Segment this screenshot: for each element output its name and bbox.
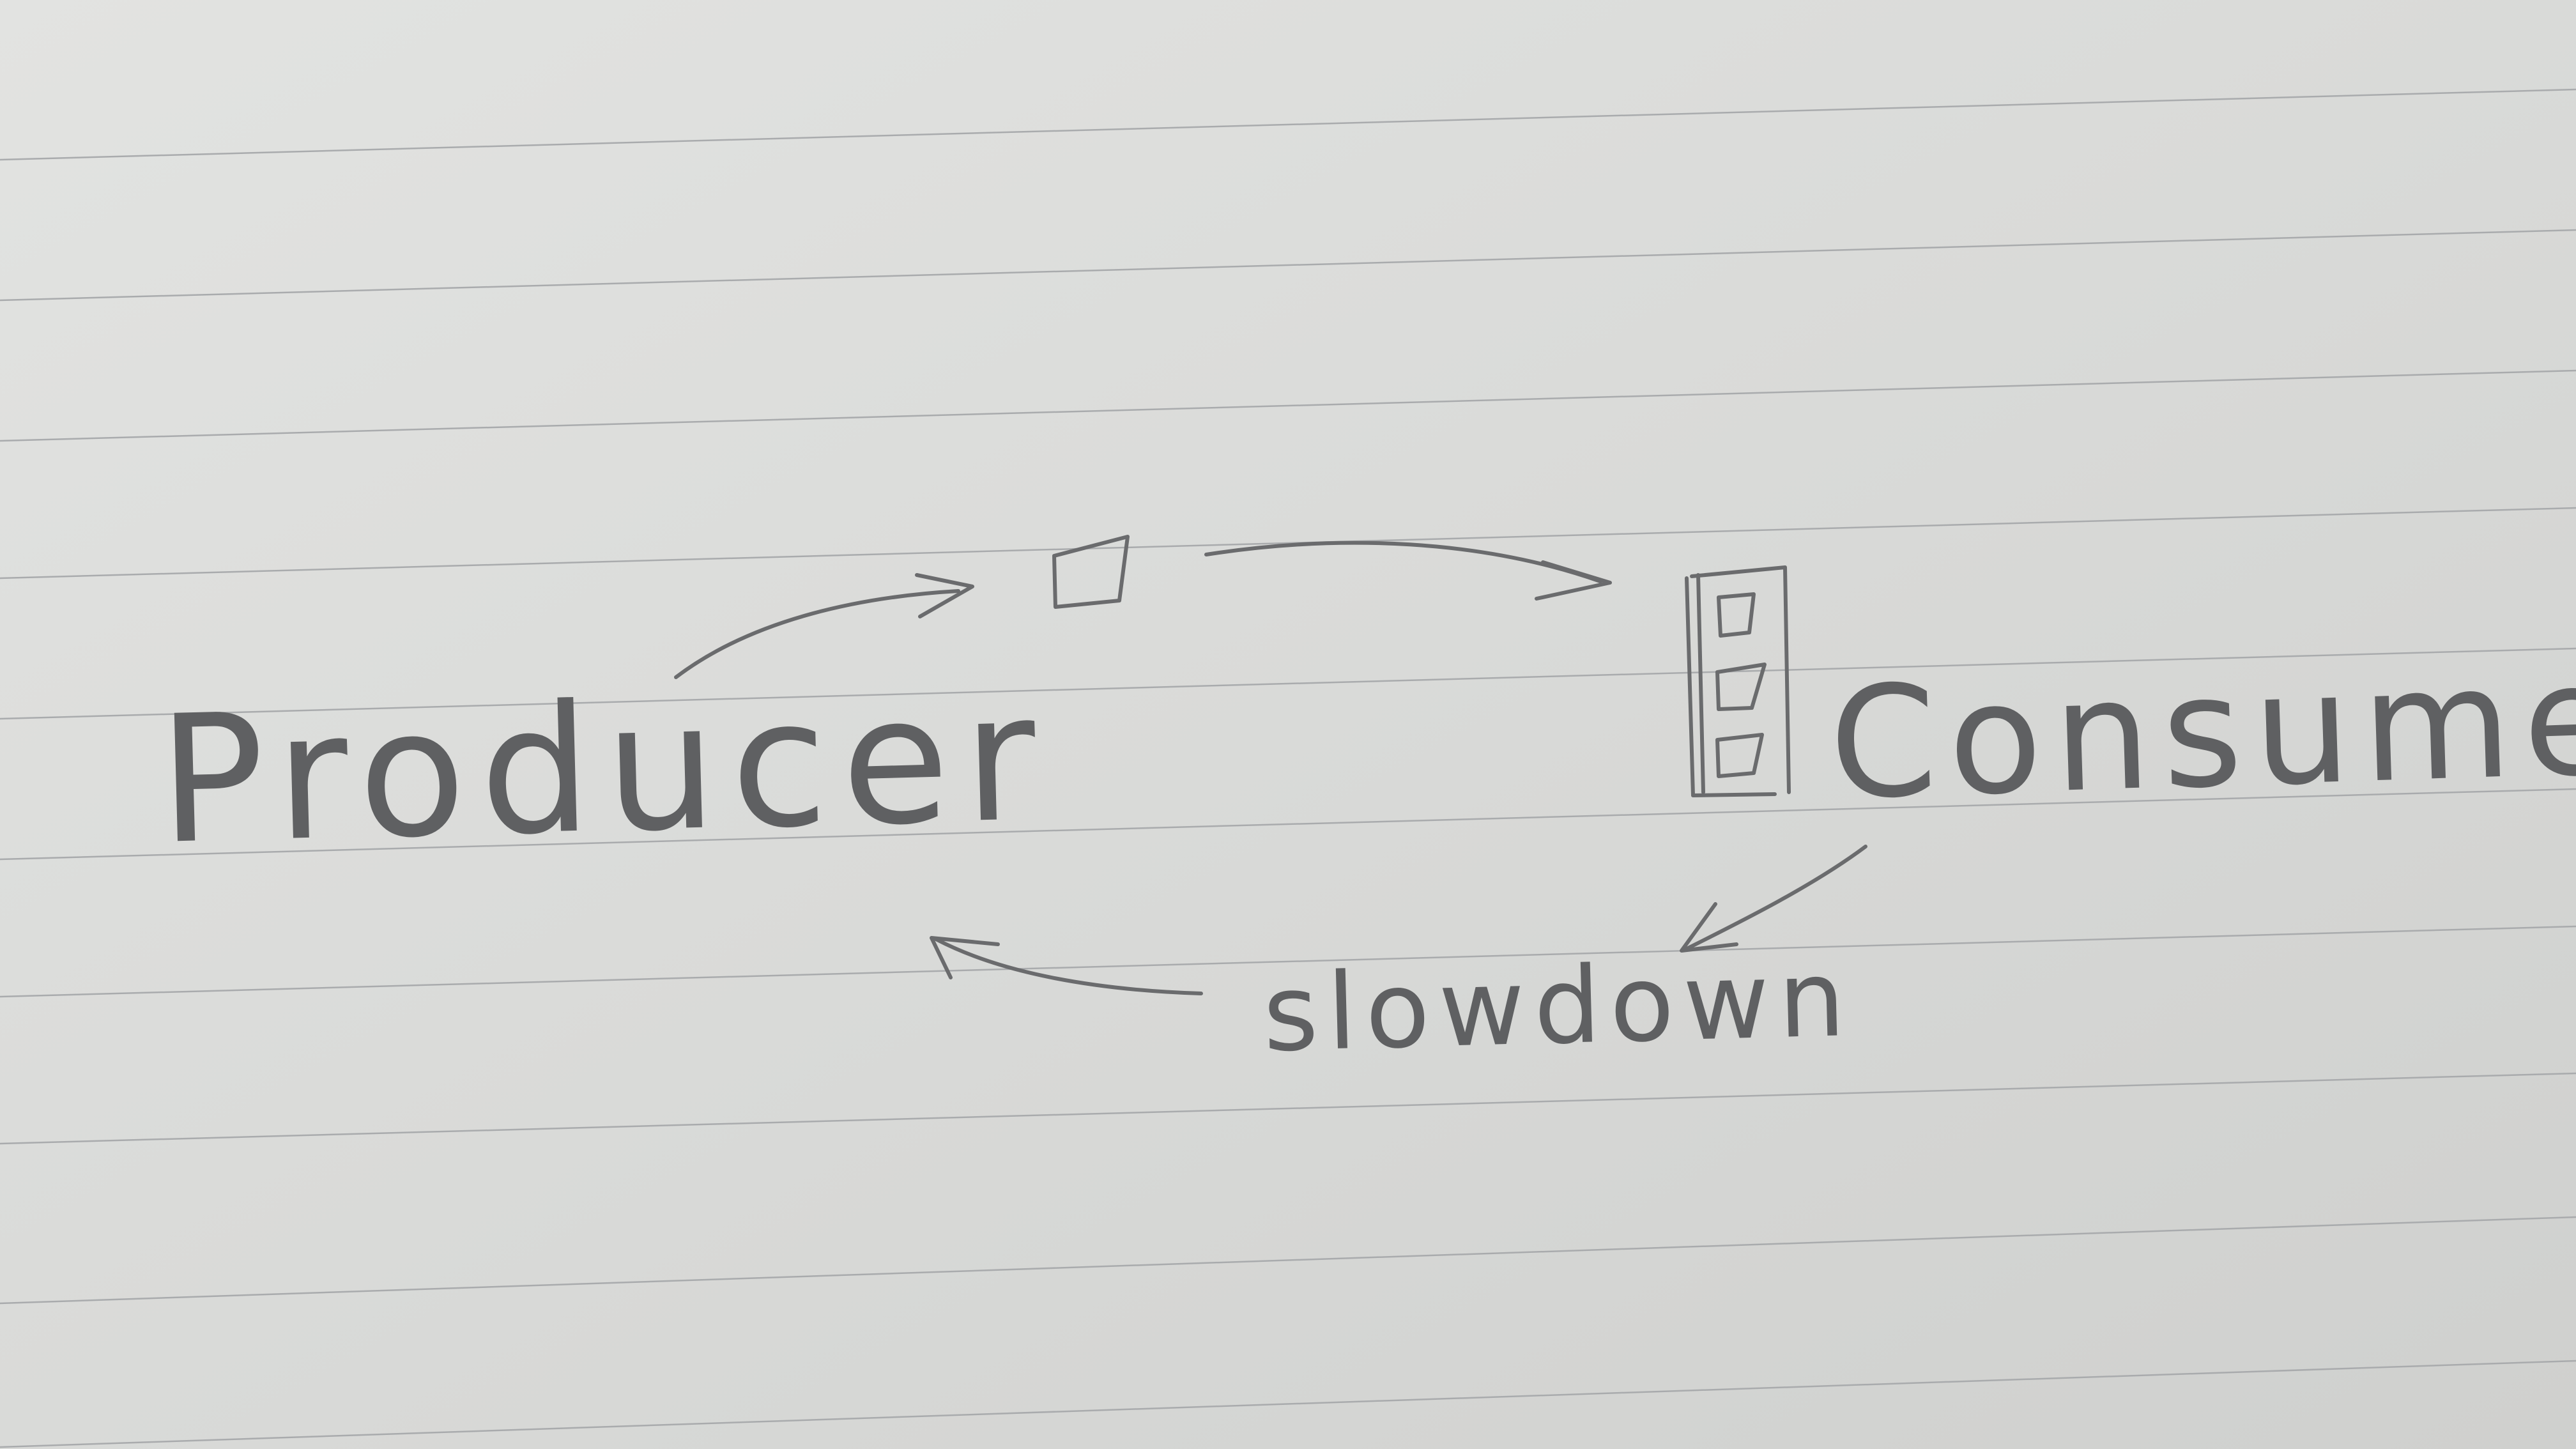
arrow-consumer-down [1680, 845, 1867, 953]
arrow-head [1680, 902, 1738, 953]
queue-bottom [1691, 792, 1777, 797]
arrow-shaft [934, 937, 1203, 995]
consumer-queue [1685, 565, 1791, 797]
ruled-line [0, 925, 2576, 998]
queue-outline [1690, 565, 1791, 794]
queue-item-box [1715, 663, 1767, 711]
arrow-producer-to-message [674, 573, 974, 679]
ruled-line [0, 369, 2576, 442]
ruled-line [0, 647, 2576, 720]
ruled-line [0, 1216, 2576, 1305]
ruled-line [0, 88, 2576, 161]
consumer-label: Consumer [1827, 627, 2576, 834]
queue-item-box [1715, 733, 1764, 778]
ruled-line [0, 229, 2576, 302]
queue-item-box [1717, 592, 1756, 638]
arrow-slowdown-to-producer [930, 936, 1203, 995]
ruled-line [0, 1360, 2576, 1448]
queue-left-inner-wall [1696, 573, 1705, 794]
arrow-shaft [1685, 845, 1867, 951]
message-box [1052, 535, 1130, 609]
ruled-line [0, 507, 2576, 579]
arrow-message-to-queue [1204, 540, 1612, 601]
ruled-line [0, 788, 2576, 861]
producer-label: Producer [156, 655, 1052, 883]
arrow-head [1535, 560, 1612, 601]
arrow-shaft [674, 589, 960, 679]
slowdown-label: slowdown [1261, 937, 1856, 1075]
queue-left-wall [1685, 576, 1695, 797]
ruled-line [0, 1072, 2576, 1145]
arrow-head [915, 573, 974, 618]
ruled-lines [0, 88, 2576, 1448]
arrow-head [930, 936, 1000, 979]
